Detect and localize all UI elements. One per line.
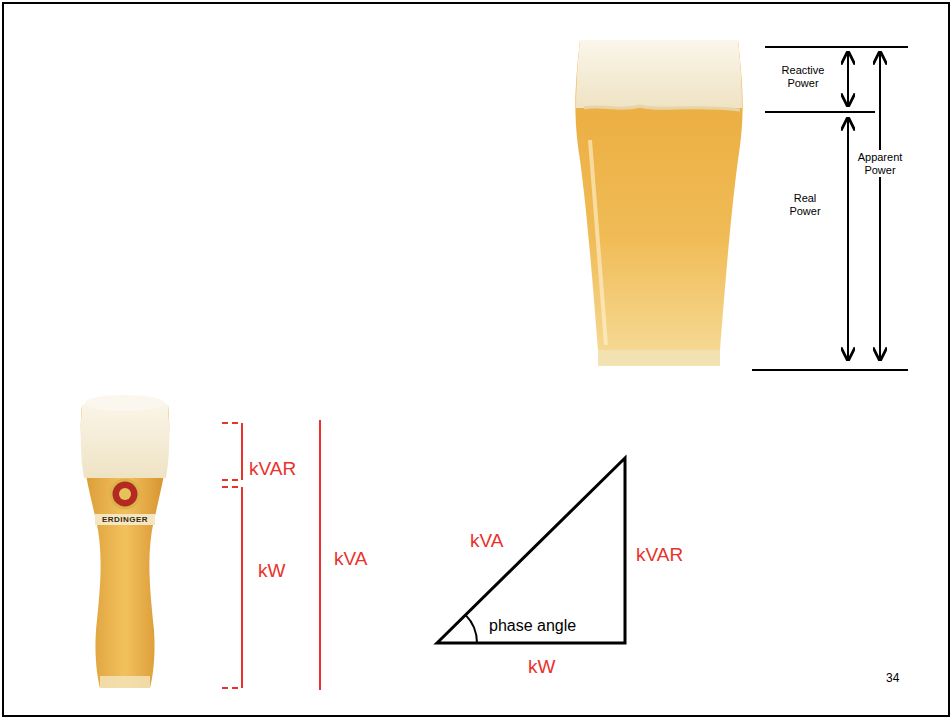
power-label: Apparent Power [852, 150, 908, 177]
unit-label: kVA [470, 530, 503, 552]
power-label: Real Power [782, 192, 828, 217]
power-label: Reactive Power [776, 64, 830, 89]
unit-label: kW [258, 560, 285, 582]
angle-label: phase angle [489, 617, 576, 635]
unit-label: kVAR [249, 458, 296, 480]
pint-glass [575, 40, 742, 366]
power-triangle [437, 458, 625, 643]
slide-border [3, 3, 949, 716]
weizen-glass [81, 395, 170, 688]
unit-label: kVAR [636, 544, 683, 566]
unit-label: kVA [334, 548, 367, 570]
power-brackets [222, 420, 320, 690]
unit-label: kW [528, 656, 555, 678]
glass-brand: ERDINGER [95, 514, 155, 525]
page-number: 34 [886, 672, 899, 686]
power-measures [752, 47, 908, 370]
